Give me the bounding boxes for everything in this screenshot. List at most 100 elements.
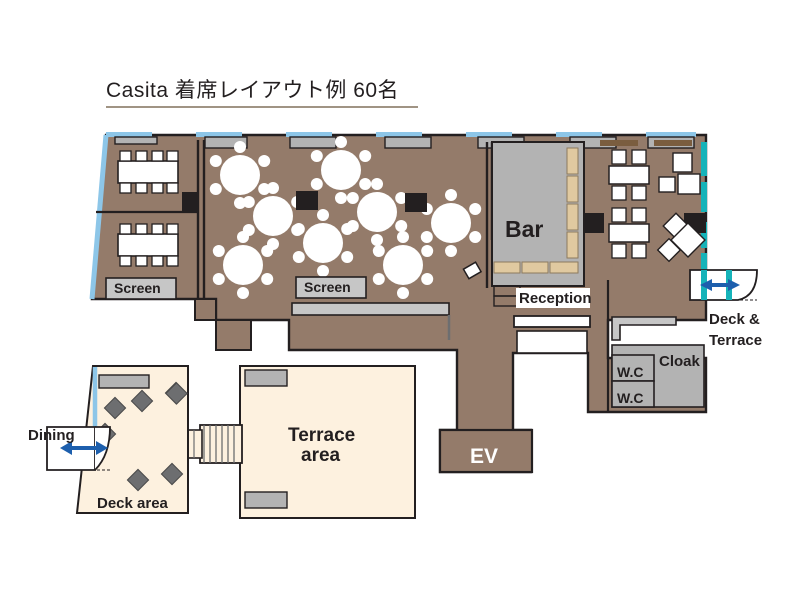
round-table-top [303,223,343,263]
chair [119,150,132,162]
chair [395,220,408,232]
banquet-table-group-upper [117,150,179,194]
dining-table [608,165,650,185]
right-square-tables [658,152,701,195]
reception-counter [516,330,588,354]
chair [359,178,372,190]
chair [151,223,164,235]
chair [421,245,434,257]
chair [212,245,225,257]
chair [267,182,279,194]
square-table [677,173,701,195]
deck-seat-diamond-5 [126,468,150,492]
cloak-label: Cloak [659,353,701,370]
round-table-top [253,196,293,236]
window-blue-6 [556,132,602,137]
chair [292,251,305,263]
screen-center-label: Screen [304,279,351,295]
round-table-top [321,150,361,190]
bar-room: Bar [491,141,585,287]
chair [209,155,222,167]
deck-diamond-layer [93,381,188,492]
window-blue-left [89,134,109,300]
chair [335,136,347,148]
deck-door-arrow [700,279,740,291]
bar-counter [493,261,521,274]
chair [119,182,132,194]
reception-group: Reception [493,285,592,354]
chair [445,189,457,201]
round-table-7 [212,231,274,299]
round-table-5 [420,189,482,257]
round-table-4 [346,178,408,246]
chair [135,255,148,267]
page-title: Casita 着席レイアウト例 60名 [106,79,400,102]
chair [420,231,433,243]
right-dining-upper [608,149,650,201]
chair [371,178,383,190]
chair [317,209,329,221]
wc-room-upper [611,354,655,382]
chair [166,182,179,194]
chair [395,192,408,204]
dining-table [608,223,650,243]
window-teal-3 [701,222,707,248]
bar-counter [566,147,579,175]
chair [151,150,164,162]
window-teal-4 [701,253,707,275]
chair [234,141,246,153]
bar-counter [566,231,579,259]
bar-label: Bar [505,216,543,242]
round-table-top [357,192,397,232]
deck-terrace-door-group: Deck & Terrace [689,269,762,349]
deck-seat-diamond-1 [103,396,127,420]
chair [237,231,249,243]
chair [372,273,385,285]
chair [119,255,132,267]
screen-center-group: Screen [295,276,367,299]
window-teal-1 [701,142,707,176]
chair [469,203,482,215]
ev-label: EV [470,445,498,468]
reception-label-bg [516,288,590,308]
chair [166,150,179,162]
window-blue-3 [286,132,332,137]
round-table-top [223,245,263,285]
chair [611,207,627,223]
round-table-top [383,245,423,285]
chair [421,273,434,285]
chair [261,245,274,257]
chair [371,234,383,246]
deck-terrace-label-line1: Deck & [709,311,760,328]
window-blue-4 [376,132,422,137]
chair [397,231,409,243]
screen-left-label: Screen [114,280,161,296]
window-blue-7 [646,132,696,137]
service-rooms: Cloak W.C W.C [611,316,705,408]
wc-room-lower [611,380,655,408]
right-diamond-tables [656,212,706,263]
deck-terrace-label-line2: Terrace [709,332,762,349]
chair [212,273,225,285]
window-sill-2 [654,140,692,146]
chair [242,196,255,208]
chair [611,185,627,201]
screen-left-panel [105,277,177,300]
chair [292,223,305,235]
service-counter [291,302,450,316]
square-table [672,152,693,173]
page-title-block: Casita 着席レイアウト例 60名 [106,78,426,108]
deck-seat-diamond-7 [165,382,188,405]
chair [397,287,409,299]
chair [658,176,676,193]
chair [631,149,647,165]
podium-icon [462,261,483,280]
pillar-2 [296,191,318,210]
chair [341,251,354,263]
chair [445,245,457,257]
window-blue-1 [106,132,152,137]
right-dining-lower [608,207,650,259]
banquet-table [117,233,179,257]
chair [631,185,647,201]
